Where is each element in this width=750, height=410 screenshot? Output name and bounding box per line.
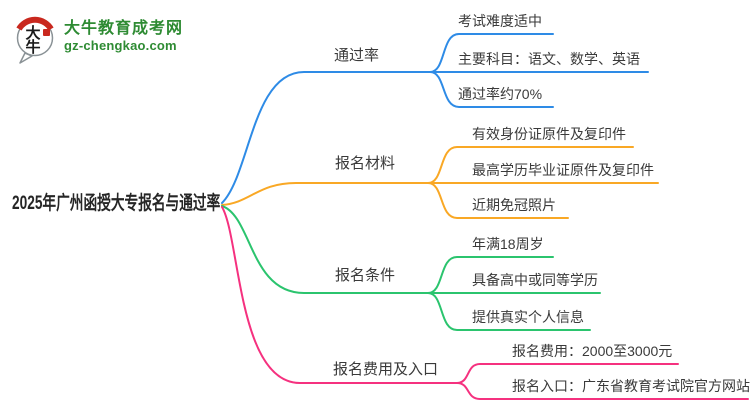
logo-char-1: 大 [25,24,40,42]
connector-pass-rate-child1 [429,33,554,73]
logo-url: gz-chengkao.com [64,38,177,54]
logo-seal [43,29,50,36]
node-high-school: 具备高中或同等学历 [472,272,598,288]
connector-materials-child1 [427,146,634,184]
connector-fee-child2 [456,382,749,400]
logo-title: 大牛教育成考网 [64,20,184,37]
connector-conditions-main [221,205,429,294]
logo-char-2: 牛 [25,38,40,56]
connector-pass-rate-child3 [429,71,554,108]
node-age-18: 年满18周岁 [472,236,544,252]
node-id-card: 有效身份证原件及复印件 [472,126,626,142]
node-fee: 报名费用：2000至3000元 [512,343,673,359]
node-pass-rate-70: 通过率约70% [458,86,543,102]
node-exam-difficulty: 考试难度适中 [458,13,542,29]
branch-materials: 报名材料 [335,155,396,172]
branch-pass-rate: 通过率 [334,47,380,64]
root-node: 2025年广州函授大专报名与通过率 [12,193,221,214]
connector-materials-main [221,182,429,206]
branch-conditions: 报名条件 [335,267,396,284]
node-diploma: 最高学历毕业证原件及复印件 [472,162,654,178]
node-entrance: 报名入口：广东省教育考试院官方网站 [512,378,750,394]
connector-fee-child1 [456,363,679,384]
connector-conditions-child3 [427,292,591,331]
connector-materials-child3 [427,182,569,219]
node-main-subjects: 主要科目：语文、数学、英语 [458,51,640,67]
connector-conditions-child1 [427,256,554,294]
site-logo[interactable]: 大 牛 大牛教育成考网 gz-chengkao.com [13,13,183,65]
connector-pass-rate-main [221,71,431,204]
node-photo: 近期免冠照片 [472,197,556,213]
connector-fee-main [221,206,458,384]
branch-fee-entrance: 报名费用及入口 [333,361,439,378]
logo-bubble-icon: 大 牛 [16,16,54,64]
node-real-info: 提供真实个人信息 [472,309,584,325]
